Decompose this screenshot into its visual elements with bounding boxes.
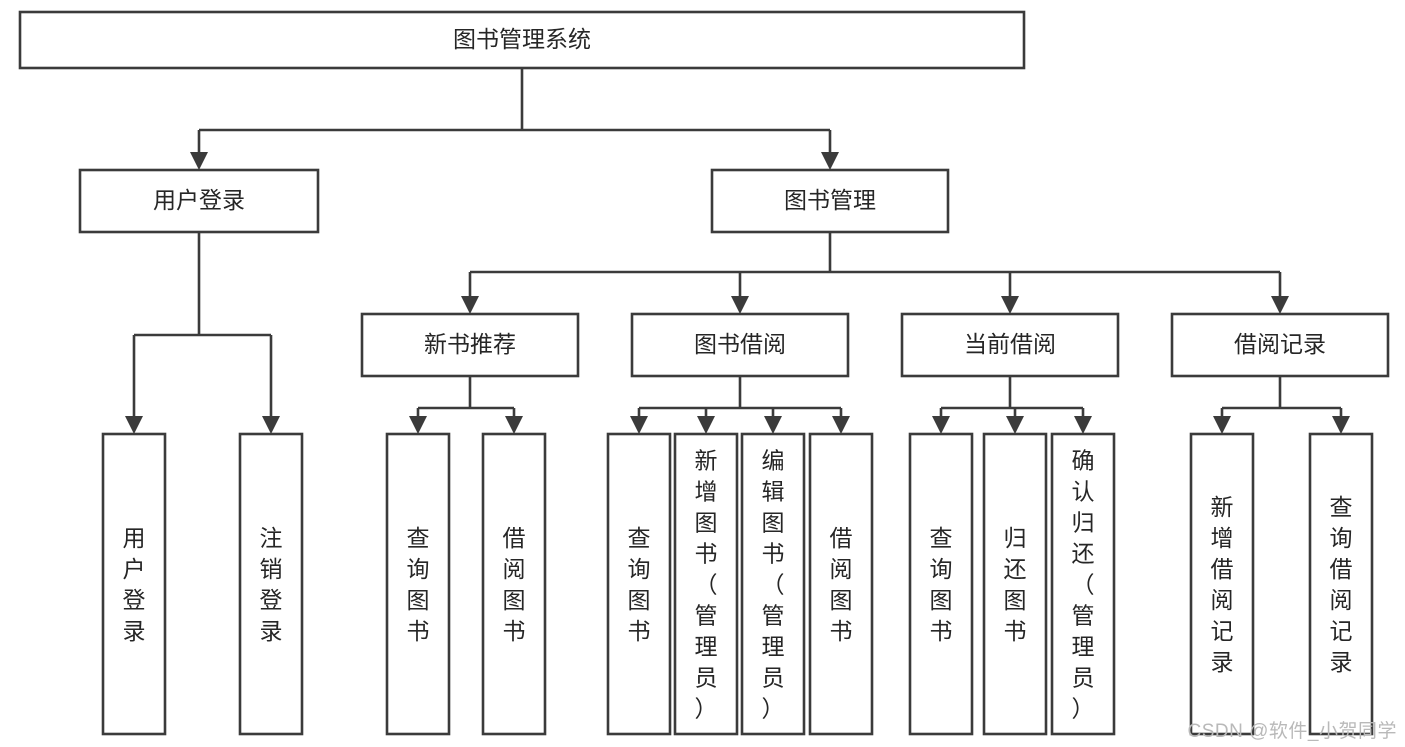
connector-borrowrecord-to-leaves [1213, 376, 1350, 434]
node-label-leaf-query-record: 查询借阅记录 [1330, 494, 1353, 675]
node-label-leaf-edit-book: 编辑图书（管理员） [762, 448, 785, 722]
arrow-head-icon [932, 416, 950, 434]
node-box-leaf-edit-book [740, 432, 806, 736]
node-label-borrow-record: 借阅记录 [1234, 331, 1326, 357]
node-book-manage[interactable]: 图书管理 [710, 168, 950, 234]
node-box-leaf-borrow-book-1 [481, 432, 547, 736]
node-label-new-book-rec: 新书推荐 [424, 331, 516, 357]
arrow-head-icon [1332, 416, 1350, 434]
node-label-current-borrow: 当前借阅 [964, 331, 1056, 357]
arrow-head-icon [764, 416, 782, 434]
node-label-book-manage: 图书管理 [784, 187, 876, 213]
connector-root-to-level2 [190, 68, 839, 170]
node-box-leaf-query-book-3 [908, 432, 974, 736]
node-label-book-borrow: 图书借阅 [694, 331, 786, 357]
node-user-login[interactable]: 用户登录 [78, 168, 320, 234]
node-label-leaf-logout: 注销登录 [260, 525, 283, 644]
arrow-head-icon [1271, 296, 1289, 314]
node-label-root: 图书管理系统 [453, 26, 591, 52]
node-leaf-add-book[interactable]: 新增图书（管理员） [673, 432, 739, 736]
arrow-head-icon [1213, 416, 1231, 434]
connector-userlogin-to-leaves [125, 232, 280, 434]
node-leaf-edit-book[interactable]: 编辑图书（管理员） [740, 432, 806, 736]
node-leaf-query-book-1[interactable]: 查询图书 [385, 432, 451, 736]
arrow-head-icon [821, 152, 839, 170]
node-leaf-query-book-3[interactable]: 查询图书 [908, 432, 974, 736]
node-box-leaf-return-book [982, 432, 1048, 736]
node-box-leaf-logout [238, 432, 304, 736]
node-box-leaf-query-record [1308, 432, 1374, 736]
node-leaf-confirm-return[interactable]: 确认归还（管理员） [1050, 432, 1116, 736]
node-box-leaf-query-book-1 [385, 432, 451, 736]
node-box-leaf-confirm-return [1050, 432, 1116, 736]
arrow-head-icon [262, 416, 280, 434]
node-label-leaf-borrow-book-1: 借阅图书 [503, 525, 526, 644]
arrow-head-icon [731, 296, 749, 314]
node-box-new-book-rec [360, 312, 580, 378]
node-leaf-borrow-book-1[interactable]: 借阅图书 [481, 432, 547, 736]
node-label-leaf-confirm-return: 确认归还（管理员） [1072, 448, 1095, 722]
node-leaf-query-record[interactable]: 查询借阅记录 [1308, 432, 1374, 736]
node-borrow-record[interactable]: 借阅记录 [1170, 312, 1390, 378]
node-leaf-return-book[interactable]: 归还图书 [982, 432, 1048, 736]
connector-currentborrow-to-leaves [932, 376, 1092, 434]
node-box-leaf-query-book-2 [606, 432, 672, 736]
node-label-user-login: 用户登录 [153, 187, 245, 213]
node-box-current-borrow [900, 312, 1120, 378]
node-box-book-manage [710, 168, 950, 234]
connector-newbook-to-leaves [409, 376, 523, 434]
arrow-head-icon [409, 416, 427, 434]
node-label-leaf-query-book-1: 查询图书 [407, 525, 430, 644]
node-box-leaf-user-login [101, 432, 167, 736]
node-box-root [18, 10, 1026, 70]
connector-bookborrow-to-leaves [630, 376, 850, 434]
arrow-head-icon [461, 296, 479, 314]
node-box-user-login [78, 168, 320, 234]
connector-layer [125, 68, 1350, 434]
connector-bookmanage-to-level3 [461, 232, 1289, 314]
node-label-leaf-query-book-3: 查询图书 [930, 525, 953, 644]
node-box-leaf-add-record [1189, 432, 1255, 736]
node-box-borrow-record [1170, 312, 1390, 378]
node-book-borrow[interactable]: 图书借阅 [630, 312, 850, 378]
node-label-leaf-borrow-book-2: 借阅图书 [830, 525, 853, 644]
arrow-head-icon [697, 416, 715, 434]
arrow-head-icon [1006, 416, 1024, 434]
node-box-leaf-borrow-book-2 [808, 432, 874, 736]
node-current-borrow[interactable]: 当前借阅 [900, 312, 1120, 378]
node-root[interactable]: 图书管理系统 [18, 10, 1026, 70]
node-leaf-user-login[interactable]: 用户登录 [101, 432, 167, 736]
node-label-leaf-add-book: 新增图书（管理员） [695, 448, 718, 722]
node-leaf-query-book-2[interactable]: 查询图书 [606, 432, 672, 736]
node-new-book-rec[interactable]: 新书推荐 [360, 312, 580, 378]
node-label-leaf-return-book: 归还图书 [1004, 525, 1027, 644]
node-label-leaf-query-book-2: 查询图书 [628, 525, 651, 644]
node-label-leaf-user-login: 用户登录 [123, 525, 146, 644]
arrow-head-icon [190, 152, 208, 170]
arrow-head-icon [505, 416, 523, 434]
node-box-leaf-add-book [673, 432, 739, 736]
node-leaf-add-record[interactable]: 新增借阅记录 [1189, 432, 1255, 736]
arrow-head-icon [1074, 416, 1092, 434]
arrow-head-icon [125, 416, 143, 434]
node-leaf-logout[interactable]: 注销登录 [238, 432, 304, 736]
node-box-book-borrow [630, 312, 850, 378]
arrow-head-icon [1001, 296, 1019, 314]
node-label-leaf-add-record: 新增借阅记录 [1211, 494, 1234, 675]
arrow-head-icon [832, 416, 850, 434]
node-layer: 图书管理系统用户登录图书管理新书推荐图书借阅当前借阅借阅记录用户登录注销登录查询… [18, 10, 1390, 736]
arrow-head-icon [630, 416, 648, 434]
node-leaf-borrow-book-2[interactable]: 借阅图书 [808, 432, 874, 736]
